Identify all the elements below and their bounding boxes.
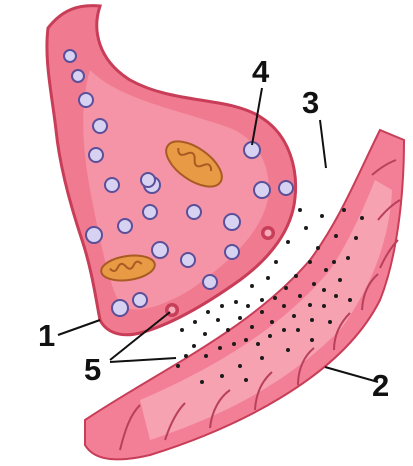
label-1: 1 bbox=[38, 318, 55, 353]
label-3: 3 bbox=[302, 85, 319, 120]
leader-3 bbox=[320, 120, 326, 168]
leader-5b bbox=[110, 358, 176, 362]
label-4: 4 bbox=[252, 54, 270, 89]
leader-2 bbox=[325, 367, 378, 382]
label-2: 2 bbox=[372, 368, 389, 403]
label-5: 5 bbox=[84, 352, 101, 387]
leader-1 bbox=[58, 320, 100, 335]
